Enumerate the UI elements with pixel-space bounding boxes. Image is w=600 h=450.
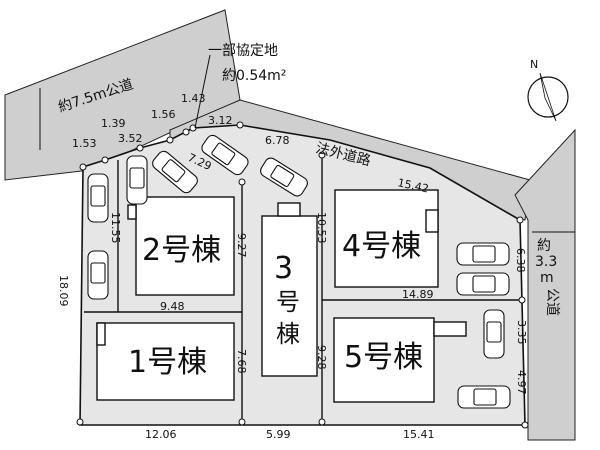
car xyxy=(483,309,505,359)
boundary-points xyxy=(76,121,529,429)
dim-top-2: 1.39 xyxy=(101,117,126,130)
lot-label-1: 1号棟 xyxy=(128,345,207,380)
dim-v-1155: 11.55 xyxy=(109,212,122,244)
road-label-right-4: 公道 xyxy=(544,288,560,316)
lot-label-2: 2号棟 xyxy=(142,233,221,268)
car xyxy=(456,242,510,266)
shared-land-area: 約0.54m² xyxy=(222,68,286,84)
shared-land-leader xyxy=(194,54,211,129)
car xyxy=(152,150,198,194)
dim-v-1809: 18.09 xyxy=(57,275,70,307)
dim-bottom-1: 12.06 xyxy=(145,428,177,441)
lot-label-3-number: 3 xyxy=(274,251,293,286)
parking-cars xyxy=(87,134,511,409)
building-3 xyxy=(261,215,318,377)
north-label: N xyxy=(530,58,538,71)
dim-v-768: 7.68 xyxy=(235,349,248,374)
dim-top-4: 1.56 xyxy=(151,108,176,121)
dim-top-1: 1.53 xyxy=(72,137,97,150)
building-4-entry xyxy=(425,209,439,233)
north-arrow: N xyxy=(527,58,569,122)
dim-bottom-2: 5.99 xyxy=(266,428,291,441)
dim-top-5: 1.43 xyxy=(181,92,206,105)
lot-boundaries xyxy=(84,155,522,422)
car xyxy=(126,155,148,205)
building-2 xyxy=(135,196,235,296)
buildings xyxy=(96,189,467,403)
building-4 xyxy=(334,189,439,288)
dim-h-1489: 14.89 xyxy=(402,288,434,301)
public-road-top-left xyxy=(4,9,241,181)
shared-land-label: 一部協定地 xyxy=(208,43,278,59)
public-road-right xyxy=(514,128,576,441)
car xyxy=(201,134,249,176)
dim-v-638: 6.38 xyxy=(514,248,527,273)
dim-v-335: 3.35 xyxy=(515,320,528,345)
car xyxy=(87,250,109,300)
dim-v-928: 9.28 xyxy=(315,345,328,370)
dim-v-497: 4.97 xyxy=(515,370,528,395)
building-5 xyxy=(333,317,435,403)
car xyxy=(87,173,109,223)
lot-label-5: 5号棟 xyxy=(344,340,423,375)
lot-label-3-b: 棟 xyxy=(276,320,300,348)
building-3-entry xyxy=(277,202,301,217)
car xyxy=(456,272,510,296)
lot-label-4: 4号棟 xyxy=(342,229,421,264)
building-1 xyxy=(96,322,235,401)
lot-label-3-a: 号 xyxy=(276,288,300,316)
car xyxy=(457,385,511,409)
building-1-entry xyxy=(96,322,106,346)
dim-h-948: 9.48 xyxy=(160,300,185,313)
dim-v-927: 9.27 xyxy=(235,233,248,258)
dim-top-3: 3.52 xyxy=(118,132,143,145)
dim-top-7: 6.78 xyxy=(265,134,290,147)
dim-top-8: 15.42 xyxy=(396,176,430,195)
dim-bottom-3: 15.41 xyxy=(403,428,435,441)
road-label-right-1: 約 xyxy=(537,238,551,254)
road-label-right-2: 3.3 xyxy=(535,254,557,270)
car xyxy=(260,157,308,197)
building-2-entry xyxy=(127,204,137,220)
building-5-entry xyxy=(433,321,467,337)
dim-top-6: 3.12 xyxy=(208,114,233,127)
road-label-right-3: m xyxy=(540,270,554,286)
dim-v-1053: 10.53 xyxy=(315,212,328,244)
